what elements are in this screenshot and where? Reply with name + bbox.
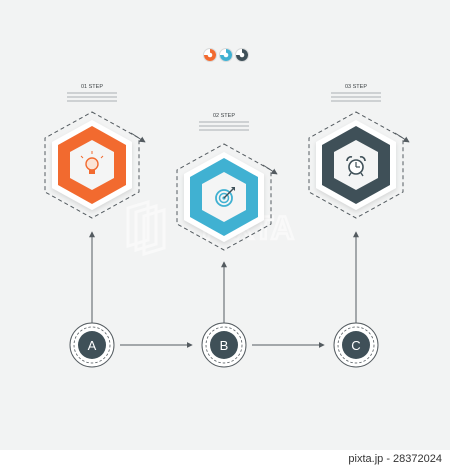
footer-bar: pixta.jp - 28372024 [0,450,450,469]
step-03-outline-arrow [394,132,410,143]
node-a-dashed-ring [73,326,111,364]
step-01-outline-arrow [130,132,146,143]
node-b-label: B [220,338,229,353]
node-a-label: A [88,338,97,353]
infographic-canvas: PIXTA 01 STEP [0,0,450,450]
alarm-clock-icon [346,156,366,177]
footer-credit: pixta.jp - 28372024 [348,453,442,465]
node-a: A [69,322,115,368]
lightbulb-icon [80,151,104,174]
node-c: C [333,322,379,368]
step-01-caption: 01 STEP [67,84,117,102]
watermark-logo [126,199,166,257]
step-02: 02 STEP [176,113,278,251]
legend-dots [203,48,249,62]
step-01: 01 STEP [44,84,146,219]
legend-dot-orange [203,48,217,62]
legend-dot-dark [235,48,249,62]
step-03: 03 STEP [308,84,410,219]
node-c-dashed-ring [337,326,375,364]
node-c-label: C [351,338,360,353]
node-b-circle [210,331,238,359]
step-03-hex-dashed-outline [308,111,404,219]
step-02-hex-dashed-outline [176,143,272,251]
step-diagram: PIXTA 01 STEP [44,48,410,368]
node-b-dashed-ring [205,326,243,364]
step-03-title: 03 STEP [345,84,367,90]
target-icon [215,187,235,207]
node-a-circle [78,331,106,359]
step-01-title: 01 STEP [81,84,103,90]
vertical-connectors [89,231,359,323]
step-03-caption: 03 STEP [331,84,381,102]
step-02-caption: 02 STEP [199,113,249,131]
node-c-circle [342,331,370,359]
step-02-outline-arrow [262,164,278,175]
legend-dot-blue [219,48,233,62]
node-b: B [201,322,247,368]
step-02-title: 02 STEP [213,113,235,119]
step-01-hex-dashed-outline [44,111,140,219]
